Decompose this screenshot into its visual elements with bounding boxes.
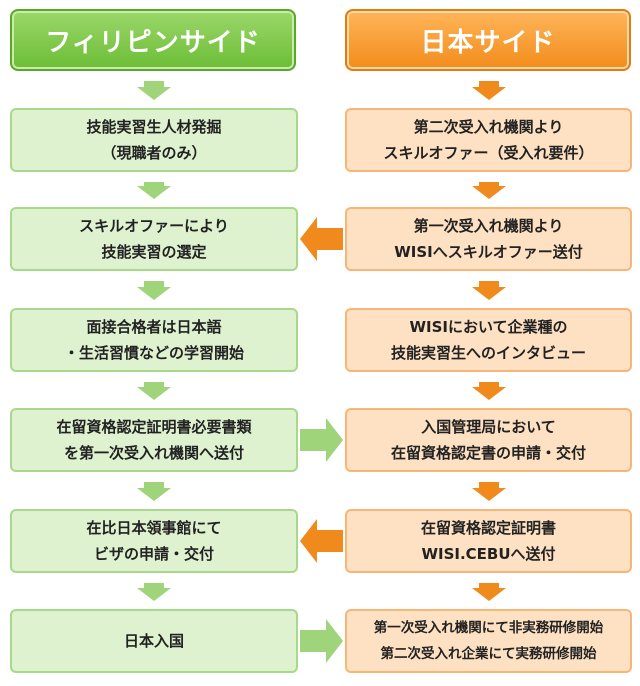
philippines-down-arrow — [137, 583, 171, 601]
cross-arrow-right — [300, 619, 343, 663]
japan-down-arrow — [472, 281, 506, 300]
japan-step-box: 第二次受入れ機関より スキルオファー（受入れ要件） — [345, 108, 632, 172]
japan-down-arrow — [472, 182, 506, 199]
cross-arrow-left — [300, 217, 343, 261]
japan-step-box: 在留資格認定証明書 WISI.CEBUへ送付 — [345, 509, 632, 573]
philippines-down-arrow — [137, 382, 171, 400]
japan-step-box: WISIにおいて企業種の 技能実習生へのインタビュー — [345, 308, 632, 372]
japan-down-arrow — [472, 583, 506, 601]
japan-down-arrow — [472, 382, 506, 400]
japan-down-arrow — [472, 482, 506, 501]
philippines-step-box: 技能実習生人材発掘 （現職者のみ） — [10, 108, 298, 172]
philippines-step-box: 在留資格認定証明書必要書類 を第一次受入れ機関へ送付 — [10, 408, 298, 472]
cross-arrow-right — [300, 418, 343, 462]
philippines-side-header: フィリピンサイド — [10, 9, 296, 71]
philippines-step-box: 面接合格者は日本語 ・生活習慣などの学習開始 — [10, 308, 298, 372]
japan-step-box: 第一次受入れ機関にて非実務研修開始 第二次受入れ企業にて実務研修開始 — [345, 609, 632, 673]
philippines-down-arrow — [137, 281, 171, 300]
philippines-step-box: 在比日本領事館にて ビザの申請・交付 — [10, 509, 298, 573]
cross-arrow-left — [300, 519, 343, 563]
philippines-down-arrow — [137, 482, 171, 501]
philippines-step-box: スキルオファーにより 技能実習の選定 — [10, 207, 298, 271]
philippines-step-box: 日本入国 — [10, 609, 298, 673]
japan-step-box: 入国管理局において 在留資格認定書の申請・交付 — [345, 408, 632, 472]
japan-side-header: 日本サイド — [345, 9, 631, 71]
japan-down-arrow — [472, 81, 506, 100]
philippines-down-arrow — [137, 81, 171, 100]
philippines-down-arrow — [137, 182, 171, 199]
japan-step-box: 第一次受入れ機関より WISIへスキルオファー送付 — [345, 207, 632, 271]
